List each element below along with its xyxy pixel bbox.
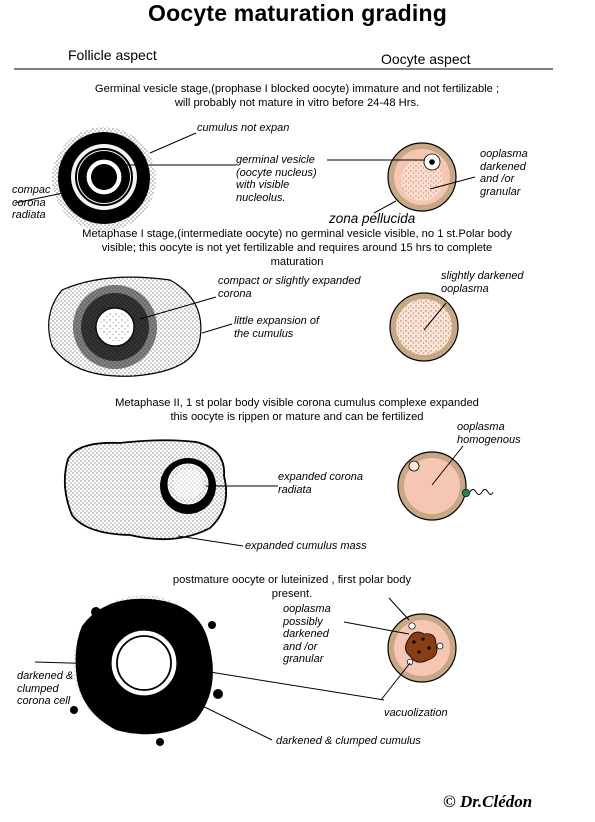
label-cumulus-not-expanded: cumulus not expan xyxy=(197,122,290,134)
label-ooplasma-possibly-darkened: ooplasma possibly darkened and /or granu… xyxy=(283,603,331,666)
label-line: corona xyxy=(12,196,46,209)
label-line: (oocyte nucleus) xyxy=(236,166,317,179)
label-line: homogenous xyxy=(457,433,521,446)
label-zona-pellucida: zona pellucida xyxy=(329,211,416,226)
label-darkened-clumped-corona: darkened & clumped corona cell xyxy=(17,670,73,708)
stage4-line: present. xyxy=(271,588,313,600)
label-line: granular xyxy=(283,653,324,665)
label-slightly-darkened-ooplasma: slightly darkened ooplasma xyxy=(441,270,524,295)
label-line: ooplasma xyxy=(480,148,528,160)
label-darkened-clumped-cumulus: darkened & clumped cumulus xyxy=(276,735,421,747)
label-line: with visible xyxy=(236,179,290,191)
stage4-oocyte xyxy=(387,613,457,683)
stage2-line: maturation xyxy=(270,256,324,268)
label-compact-corona: compact or slightly expanded corona xyxy=(218,275,360,300)
label-line: nucleolus. xyxy=(236,191,286,204)
label-ooplasma-darkened: ooplasma darkened and /or granular xyxy=(480,148,528,198)
label-line: radiata xyxy=(12,209,46,221)
label-line: expanded corona xyxy=(278,471,364,483)
label-germinal-vesicle: germinal vesicle (oocyte nucleus) with v… xyxy=(236,154,317,204)
stage1-oocyte xyxy=(387,142,457,212)
stage4-leaders xyxy=(34,597,411,741)
label-line: germinal vesicle xyxy=(236,154,315,166)
label-vacuolization: vacuolization xyxy=(384,707,448,719)
stage3-description: Metaphase II, 1 st polar body visible co… xyxy=(8,396,586,424)
label-line: and /or xyxy=(283,640,318,653)
stage4-description: postmature oocyte or luteinized , first … xyxy=(142,573,442,601)
page-title: Oocyte maturation grading xyxy=(148,0,447,26)
label-line: compac xyxy=(12,184,51,196)
stage3-oocyte xyxy=(397,451,494,521)
label-line: corona cell xyxy=(17,695,71,707)
label-compact-corona-radiata: compac corona radiata xyxy=(12,184,51,222)
stage1-leaders xyxy=(14,132,476,214)
header-oocyte-aspect: Oocyte aspect xyxy=(381,51,471,67)
label-line: darkened xyxy=(480,160,526,173)
label-expanded-cumulus-mass: expanded cumulus mass xyxy=(245,540,367,552)
label-line: corona xyxy=(218,287,252,300)
label-line: ooplasma xyxy=(283,603,331,615)
stage4-line: postmature oocyte or luteinized , first … xyxy=(172,574,412,586)
label-expanded-corona-radiata: expanded corona radiata xyxy=(278,471,363,496)
label-line: little expansion of xyxy=(234,315,319,327)
stage2-oocyte xyxy=(389,292,459,362)
label-line: possibly xyxy=(283,615,323,628)
stage3-follicle xyxy=(63,439,228,541)
author-signature: © Dr.Clédon xyxy=(443,792,533,811)
stage1-follicle xyxy=(52,127,156,231)
label-line: granular xyxy=(480,185,521,198)
stage1-line: will probably not mature in vitro before… xyxy=(174,97,420,109)
stage2-follicle xyxy=(48,276,202,377)
label-line: clumped xyxy=(17,682,59,695)
stage3-line: Metaphase II, 1 st polar body visible co… xyxy=(115,397,479,409)
label-line: ooplasma xyxy=(457,421,505,433)
stage2-leaders xyxy=(139,296,447,334)
header-follicle-aspect: Follicle aspect xyxy=(68,47,157,63)
label-line: darkened & xyxy=(17,670,74,682)
label-line: ooplasma xyxy=(441,282,489,295)
label-line: darkened xyxy=(283,628,329,640)
stage2-line: Metaphase I stage,(intermediate oocyte) … xyxy=(82,228,512,240)
label-line: and /or xyxy=(480,173,515,185)
stage3-line: this oocyte is rippen or mature and can … xyxy=(170,411,424,423)
label-ooplasma-homogenous: ooplasma homogenous xyxy=(457,421,521,446)
stage1-line: Germinal vesicle stage,(prophase I block… xyxy=(94,83,500,95)
label-little-expansion-cumulus: little expansion of the cumulus xyxy=(234,315,319,340)
label-line: compact or slightly expanded xyxy=(218,275,361,287)
label-line: the cumulus xyxy=(234,327,294,340)
stage1-description: Germinal vesicle stage,(prophase I block… xyxy=(8,82,586,110)
label-line: slightly darkened xyxy=(441,270,524,282)
stage2-description: Metaphase I stage,(intermediate oocyte) … xyxy=(8,227,586,269)
stage3-leaders xyxy=(177,445,464,547)
label-line: radiata xyxy=(278,483,312,496)
stage2-line: visible; this oocyte is not yet fertiliz… xyxy=(101,242,493,254)
stage4-follicle xyxy=(70,595,223,746)
